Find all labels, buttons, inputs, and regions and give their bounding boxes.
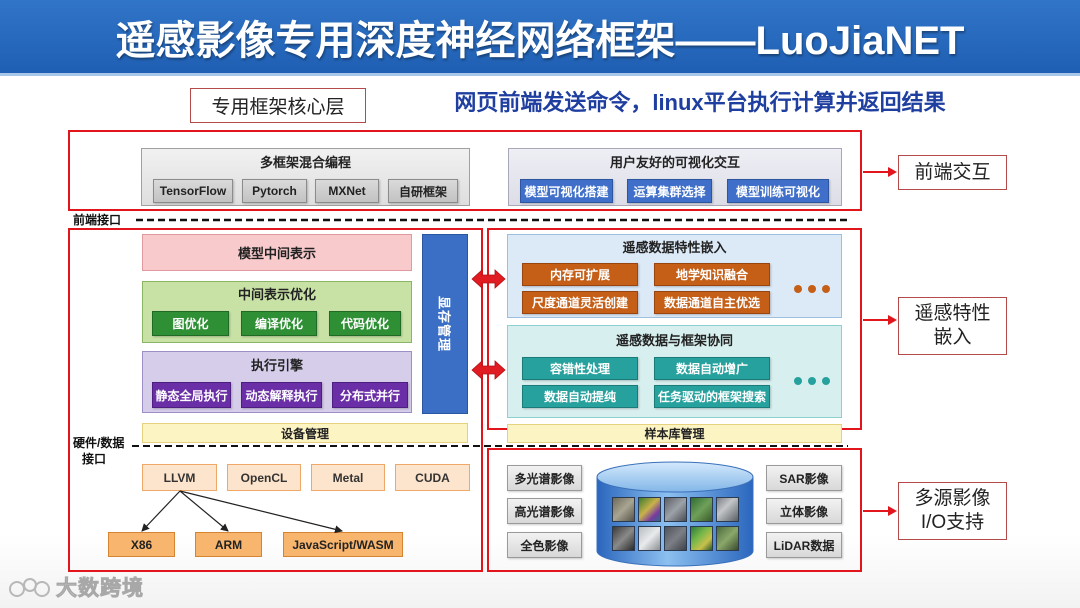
backend-cuda: CUDA [395,464,470,491]
dot [822,377,830,385]
rs-embedding-text-line1: 遥感特性 [914,303,991,324]
training-visualization: 模型训练可视化 [727,179,829,203]
io-frame [487,448,862,572]
rs-embedding-title: 遥感数据特性嵌入 [622,240,727,255]
rs-collab-title: 遥感数据与框架协同 [615,333,733,348]
arrowhead-io-label [888,506,897,516]
graph-optimization: 图优化 [152,311,229,336]
satellite-image-thumbnail [664,497,687,522]
io-stereo: 立体影像 [766,498,842,524]
channel-auto-select: 数据通道自主优选 [654,291,770,314]
io-lidar: LiDAR数据 [766,532,842,558]
rs-collab-group: 遥感数据与框架协同 容错性处理 数据自动增广 数据自动提纯 任务驱动的框架搜索 [507,325,842,418]
watermark-logo-icon [9,578,50,597]
ellipsis-dots-icon [794,377,830,385]
framework-mxnet: MXNet [315,179,379,203]
satellite-image-thumbnail [612,497,635,522]
io-multispectral: 多光谱影像 [507,465,582,491]
multi-source-io-text-line2: I/O支持 [920,512,985,533]
backend-metal: Metal [311,464,385,491]
frontend-interface-label: 前端接口 [73,213,122,227]
backend-llvm: LLVM [142,464,217,491]
task-driven-search: 任务驱动的框架搜索 [654,385,770,408]
arrowhead-rs-embedding-label [888,315,897,325]
ir-optimization-group: 中间表示优化 图优化 编译优化 代码优化 [142,281,412,343]
visual-interaction-group: 用户友好的可视化交互 模型可视化搭建 运算集群选择 模型训练可视化 [508,148,842,206]
compile-optimization: 编译优化 [241,311,317,336]
fault-tolerance: 容错性处理 [522,357,638,380]
memory-management-box: 显存管理 [422,234,468,414]
geo-knowledge-fusion: 地学知识融合 [654,263,770,286]
frontend-frame [68,130,862,211]
rs-embedding-label: 遥感特性 嵌入 [898,297,1007,355]
title-bar [0,0,1080,76]
target-arm: ARM [195,532,262,557]
data-auto-augment: 数据自动增广 [654,357,770,380]
cluster-select: 运算集群选择 [627,179,712,203]
core-frame [68,228,483,572]
static-global-exec: 静态全局执行 [152,382,231,408]
distributed-parallel: 分布式并行 [332,382,408,408]
multi-source-io-label: 多源影像 I/O支持 [898,482,1007,540]
satellite-image-thumbnail [690,526,713,551]
ellipsis-dots-icon [794,285,830,293]
hardware-interface-label-line1: 硬件/数据 [73,436,125,450]
satellite-image-thumbnail [612,526,635,551]
frontend-interaction-label: 前端交互 [898,155,1007,190]
frontend-interaction-text: 前端交互 [914,161,991,183]
dot [794,285,802,293]
io-hyperspectral: 高光谱影像 [507,498,582,524]
satellite-image-thumbnail [638,497,661,522]
model-ir-box: 模型中间表示 [142,234,412,271]
watermark: 大数跨境 [8,572,158,602]
execution-engine-group: 执行引擎 静态全局执行 动态解释执行 分布式并行 [142,351,412,413]
multi-framework-title: 多框架混合编程 [259,155,351,170]
code-optimization: 代码优化 [329,311,401,336]
ir-optimization-title: 中间表示优化 [237,287,316,302]
satellite-image-thumbnail [664,526,687,551]
dot [808,377,816,385]
model-visual-build: 模型可视化搭建 [520,179,613,203]
satellite-image-thumbnail [690,497,713,522]
execution-engine-title: 执行引擎 [250,358,303,373]
satellite-image-grid [612,497,739,551]
dynamic-interpret-exec: 动态解释执行 [241,382,322,408]
framework-pytorch: Pytorch [242,179,307,203]
satellite-image-thumbnail [716,526,739,551]
satellite-image-thumbnail [716,497,739,522]
data-auto-purify: 数据自动提纯 [522,385,638,408]
core-layer-label: 专用框架核心层 [190,88,366,123]
hardware-interface-label-line2: 接口 [82,452,107,466]
target-x86: X86 [108,532,175,557]
rs-embedding-text-line2: 嵌入 [933,327,972,348]
framework-self-developed: 自研框架 [388,179,458,203]
image-database-cylinder [596,460,754,568]
sample-library-box: 样本库管理 [507,424,842,443]
io-panchromatic: 全色影像 [507,532,582,558]
scale-channel-creation: 尺度通道灵活创建 [522,291,638,314]
slide-subtitle: 网页前端发送命令，linux平台执行计算并返回结果 [454,90,946,115]
arrowhead-frontend-label [888,167,897,177]
dot [794,377,802,385]
target-javascript-wasm: JavaScript/WASM [283,532,403,557]
satellite-image-thumbnail [638,526,661,551]
visual-interaction-title: 用户友好的可视化交互 [609,155,740,170]
device-management-box: 设备管理 [142,423,468,443]
multi-framework-group: 多框架混合编程 TensorFlow Pytorch MXNet 自研框架 [141,148,470,206]
backend-opencl: OpenCL [227,464,301,491]
multi-source-io-text-line1: 多源影像 [914,488,991,509]
slide-title: 遥感影像专用深度神经网络框架——LuoJiaNET [115,19,965,63]
memory-scalable: 内存可扩展 [522,263,638,286]
dot [822,285,830,293]
framework-tensorflow: TensorFlow [153,179,233,203]
rs-embedding-group: 遥感数据特性嵌入 内存可扩展 地学知识融合 尺度通道灵活创建 数据通道自主优选 [507,234,842,318]
dot [808,285,816,293]
io-sar: SAR影像 [766,465,842,491]
watermark-text: 大数跨境 [56,577,144,601]
